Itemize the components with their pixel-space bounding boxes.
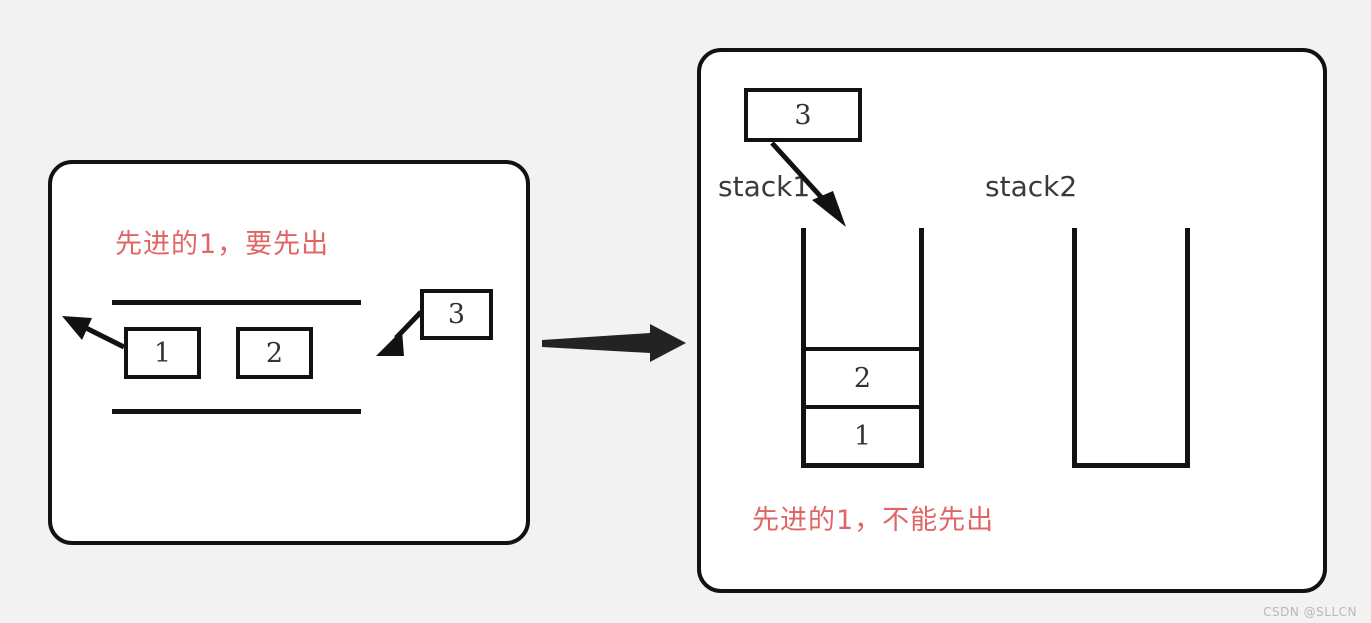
stack1-container: 2 1 [801,228,924,468]
stack-incoming-item-3: 3 [744,88,862,142]
stack-note-text: 先进的1，不能先出 [752,505,995,536]
stack1-label: stack1 [718,170,811,203]
stack1-cell-bottom: 1 [806,405,919,463]
queue-rail-top [112,300,361,305]
queue-incoming-item-3: 3 [420,289,493,340]
stack2-container [1072,228,1190,468]
queue-item-1: 1 [124,327,201,379]
stack2-label: stack2 [985,170,1078,203]
stack1-cell-top: 2 [806,347,919,405]
queue-note-text: 先进的1，要先出 [115,229,330,260]
queue-to-stacks-arrow-icon [542,324,686,362]
queue-rail-bottom [112,409,361,414]
watermark: CSDN @SLLCN [1263,605,1357,619]
queue-item-2: 2 [236,327,313,379]
